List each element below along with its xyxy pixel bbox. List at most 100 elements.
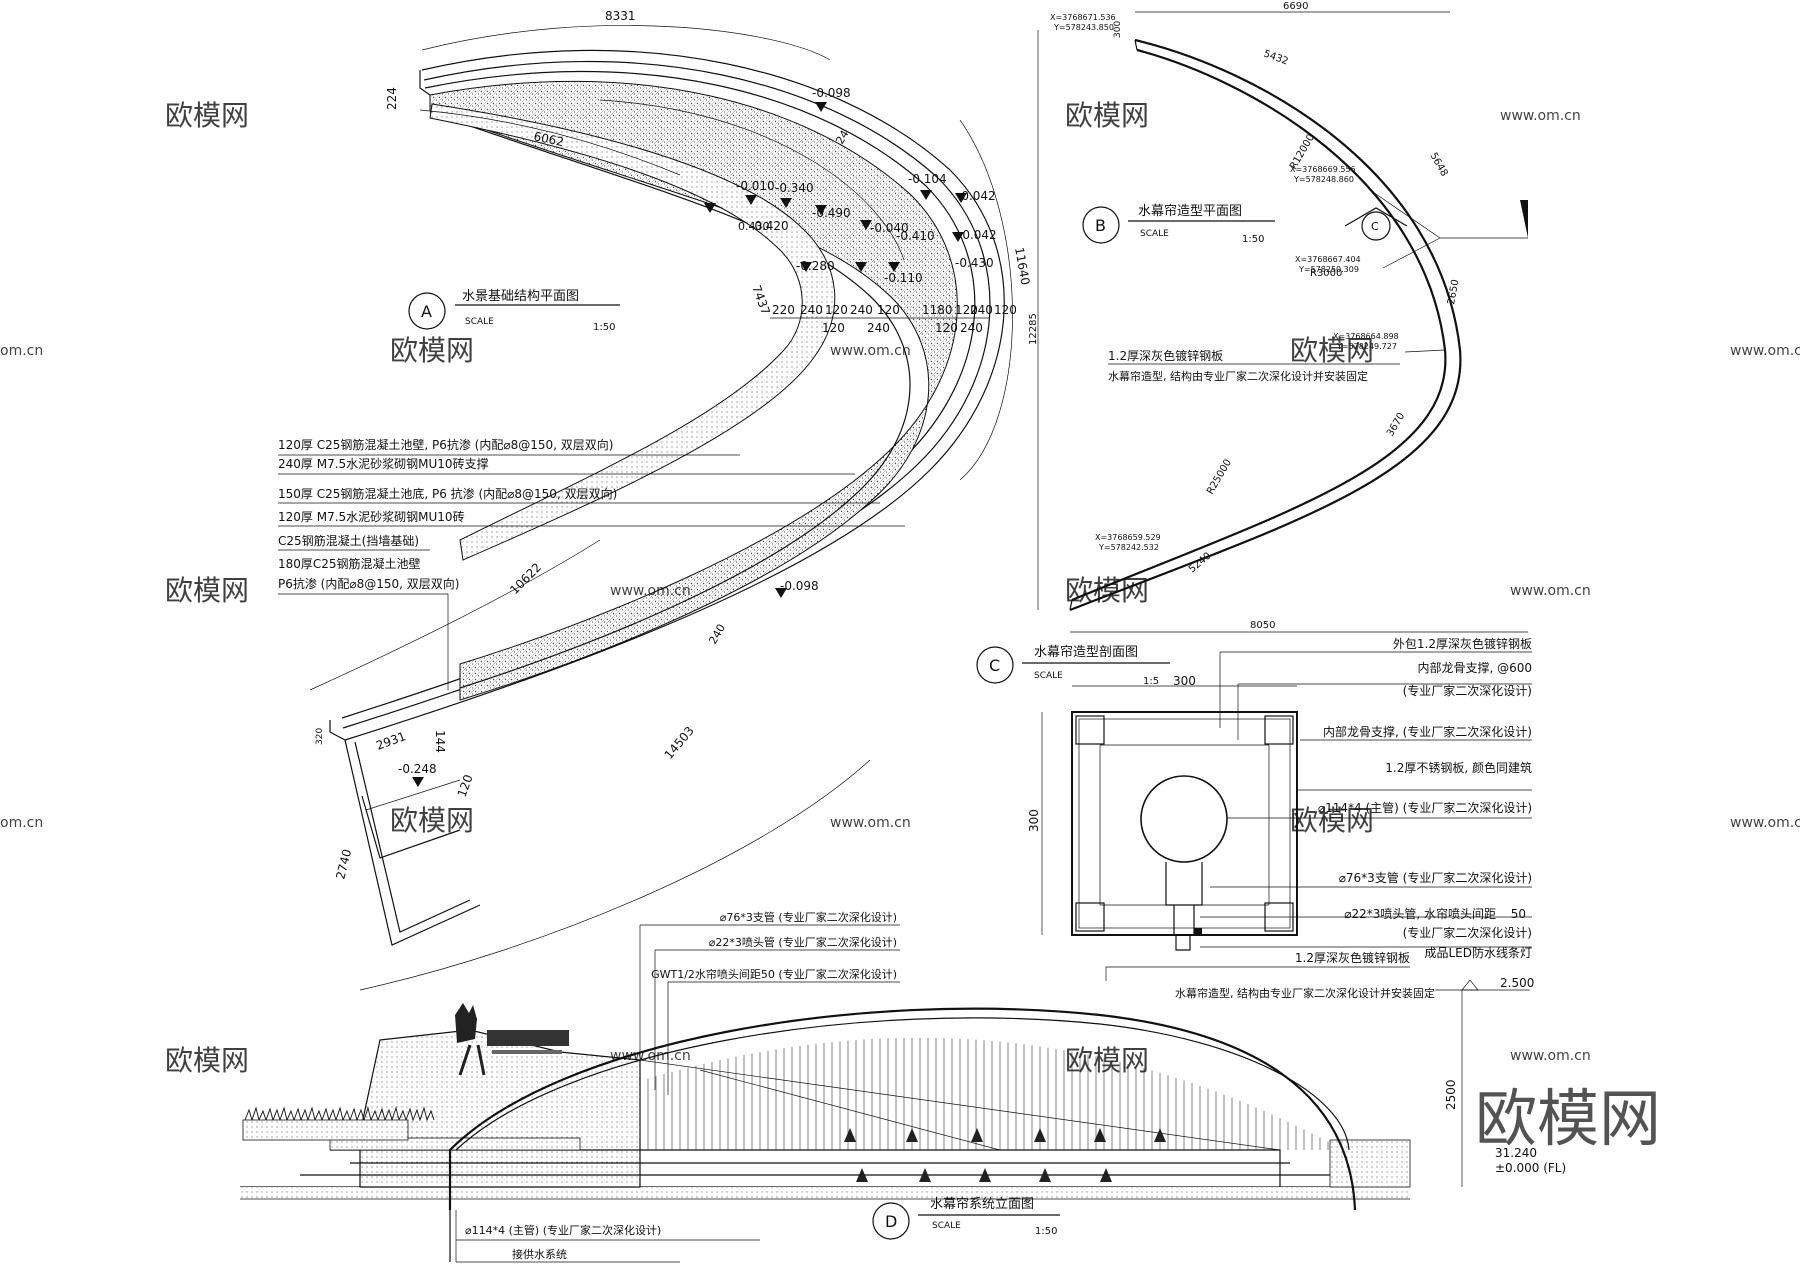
dim-c-spacing: 50 — [1511, 907, 1526, 921]
note-c: 内部龙骨支撑, (专业厂家二次深化设计) — [1323, 724, 1532, 739]
watermark-url: www.om.cn — [610, 1048, 691, 1064]
title-b-letter: B — [1095, 216, 1106, 235]
watermark-cn: 欧模网 — [165, 99, 249, 132]
dim-a-inner: 6062 — [532, 129, 565, 149]
fountain-light — [844, 1128, 856, 1142]
note-d: 接供水系统 — [512, 1247, 567, 1261]
note-a: 120厚 M7.5水泥砂浆砌钢MU10砖 — [278, 509, 465, 524]
fountain-light — [1094, 1128, 1106, 1142]
level-a: -0.280 — [796, 259, 835, 273]
pool-hatch — [429, 80, 958, 701]
watermark-cn: 欧模网 — [390, 334, 474, 367]
level-a: -0.430 — [955, 256, 994, 270]
fountain-light — [919, 1168, 931, 1182]
watermark-cn: 欧模网 — [390, 804, 474, 837]
note-c: 外包1.2厚深灰色镀锌钢板 — [1393, 637, 1532, 651]
coord-b-y: Y=578249.727 — [1336, 342, 1397, 351]
watermark-partial: om.cn — [0, 343, 43, 359]
level-a: -0.040 — [870, 221, 909, 235]
coord-b-y: Y=578243.850 — [1053, 23, 1114, 32]
watermarks: 欧模网 欧模网 www.om.cn om.cn 欧模网 www.om.cn 欧模… — [0, 99, 1800, 1155]
watermark-url: www.om.cn — [1500, 108, 1581, 124]
note-c: ⌀22*3喷头管, 水帘喷头间距 — [1344, 906, 1496, 921]
row-a2: 240 — [867, 321, 890, 335]
watermark-url: www.om.cn — [1730, 815, 1800, 831]
level-a: -0.420 — [750, 219, 789, 233]
note-b: 水幕帘造型, 结构由专业厂家二次深化设计并安装固定 — [1108, 369, 1368, 383]
title-a-scale-label: SCALE — [465, 317, 494, 327]
note-c: ⌀76*3支管 (专业厂家二次深化设计) — [1339, 870, 1532, 885]
dim-b-s5: 5240 — [1187, 551, 1214, 576]
inner-basin — [429, 103, 836, 561]
watermark-cn: 欧模网 — [1290, 334, 1374, 367]
level-a: -0.110 — [884, 271, 923, 285]
coord-b-y: Y=578242.532 — [1098, 543, 1159, 552]
fountain-lights — [844, 1128, 1166, 1182]
level-a: -0.098 — [780, 579, 819, 593]
note-d: ⌀76*3支管 (专业厂家二次深化设计) — [720, 910, 897, 924]
dim-c-w: 300 — [1173, 674, 1196, 688]
dim-b-s4: 3670 — [1385, 411, 1407, 439]
fountain-light — [971, 1128, 983, 1142]
note-d: GWT1/2水帘喷头间距50 (专业厂家二次深化设计) — [651, 967, 897, 981]
watermark-cn: 欧模网 — [165, 574, 249, 607]
watermark-cn: 欧模网 — [1065, 1044, 1149, 1077]
dim-a-endh: 2740 — [333, 848, 354, 881]
coord-b-y: Y=578250.309 — [1298, 265, 1359, 274]
note-a: 120厚 C25钢筋混凝土池壁, P6抗渗 (内配⌀8@150, 双层双向) — [278, 437, 613, 452]
dim-a-gap: 144 — [433, 730, 447, 753]
dim-a-top: 8331 — [605, 9, 636, 23]
coord-b-x: X=3768671.536 — [1050, 13, 1116, 22]
level-a: -0.104 — [908, 172, 947, 186]
section-c: C 水幕帘造型剖面图 SCALE 1:5 300 300 外包1.2厚深灰色镀锌… — [976, 637, 1532, 960]
notes-a: 120厚 C25钢筋混凝土池壁, P6抗渗 (内配⌀8@150, 双层双向) 2… — [278, 437, 905, 690]
section-mark-c: C — [1371, 220, 1379, 233]
fountain-light — [1154, 1128, 1166, 1142]
fountain-light — [1100, 1168, 1112, 1182]
note-a: P6抗渗 (内配⌀8@150, 双层双向) — [278, 576, 459, 591]
dim-b-s3: 2650 — [1446, 279, 1461, 306]
plan-a-foundation: 8331 224 6062 11640 7437 10622 14503 293… — [278, 9, 1032, 991]
row-a: 240 — [850, 303, 873, 317]
fountain-light — [979, 1168, 991, 1182]
title-b-scale-label: SCALE — [1140, 229, 1169, 239]
watermark-cn: 欧模网 — [1290, 804, 1374, 837]
level-markers-a: -0.098 -0.010 -0.420 -0.340 -0.490 -0.04… — [398, 86, 997, 787]
logo-sign — [455, 1003, 569, 1076]
title-b-scale: 1:50 — [1242, 234, 1264, 245]
note-c: 1.2厚不锈钢板, 颜色同建筑 — [1385, 760, 1532, 775]
coord-b-x: X=3768664.898 — [1333, 332, 1399, 341]
watermark-partial: om.cn — [0, 815, 43, 831]
title-d-letter: D — [885, 1212, 897, 1231]
watermark-url: www.om.cn — [1730, 343, 1800, 359]
note-c: 成品LED防水线条灯 — [1424, 945, 1532, 960]
note-d: ⌀114*4 (主管) (专业厂家二次深化设计) — [465, 1223, 661, 1237]
watermark-big: 欧模网 — [1475, 1082, 1661, 1155]
row-a2: 120 — [935, 321, 958, 335]
note-d: 1.2厚深灰色镀锌钢板 — [1295, 951, 1410, 965]
dim-b-left: 12285 — [1028, 313, 1039, 345]
dim-a-d40: 240 — [706, 622, 728, 647]
dim-c-h: 300 — [1027, 809, 1041, 832]
title-c-name: 水幕帘造型剖面图 — [1034, 644, 1138, 660]
watermark-cn: 欧模网 — [1065, 574, 1149, 607]
coord-b-y: Y=578248.860 — [1293, 175, 1354, 184]
title-d-scale-label: SCALE — [932, 1221, 961, 1231]
watermark-url: www.om.cn — [830, 815, 911, 831]
row-a2: 240 — [960, 321, 983, 335]
watermark-url: www.om.cn — [610, 583, 691, 599]
plan-b-curtain: 6690 12285 8050 R12000 R3000 R25000 5432… — [1028, 1, 1528, 633]
curtain-arch — [448, 1007, 1357, 1211]
section-cut-arrow — [1520, 200, 1528, 238]
elev-fl1: 31.240 — [1495, 1146, 1537, 1160]
row-a: 120 — [877, 303, 900, 317]
note-a: C25钢筋混凝土(挡墙基础) — [278, 533, 419, 548]
elevation-d: ⌀76*3支管 (专业厂家二次深化设计) ⌀22*3喷头管 (专业厂家二次深化设… — [240, 910, 1566, 1263]
dim-a-arcin: 7437 — [749, 283, 773, 316]
title-d-scale: 1:50 — [1035, 1226, 1057, 1237]
elev-mid: 2500 — [1444, 1079, 1458, 1110]
note-c: ⌀114*4 (主管) (专业厂家二次深化设计) — [1318, 800, 1532, 815]
row-a2: 120 — [822, 321, 845, 335]
dim-b-r3000: R3000 — [1310, 268, 1342, 279]
